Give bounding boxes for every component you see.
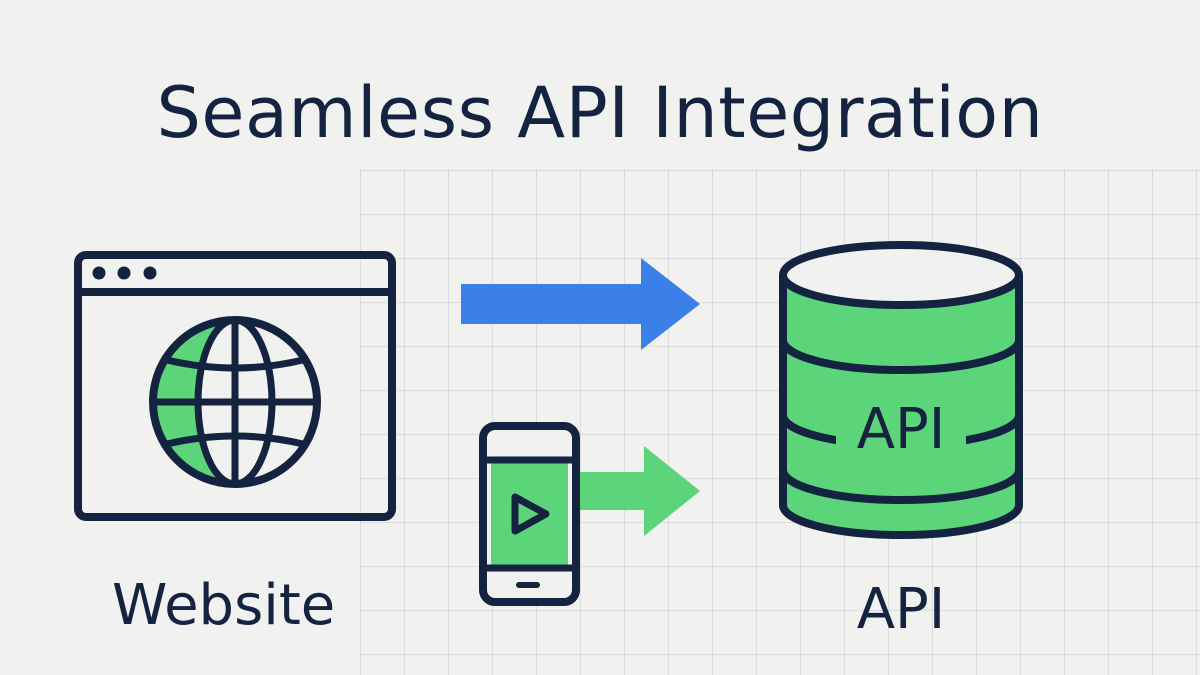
smartphone-play-icon [479, 422, 580, 606]
browser-window-globe-icon [74, 251, 396, 521]
website-label: Website [112, 573, 336, 638]
edge-mobile-to-api-arrow [574, 446, 700, 536]
globe-icon [149, 316, 321, 488]
edge-website-to-api-arrow [461, 258, 700, 350]
play-icon [511, 493, 550, 535]
page-title: Seamless API Integration [156, 72, 1044, 154]
api-label: API [856, 577, 946, 642]
database-badge: API [857, 397, 946, 462]
database-cylinder-icon: API [779, 241, 1023, 539]
